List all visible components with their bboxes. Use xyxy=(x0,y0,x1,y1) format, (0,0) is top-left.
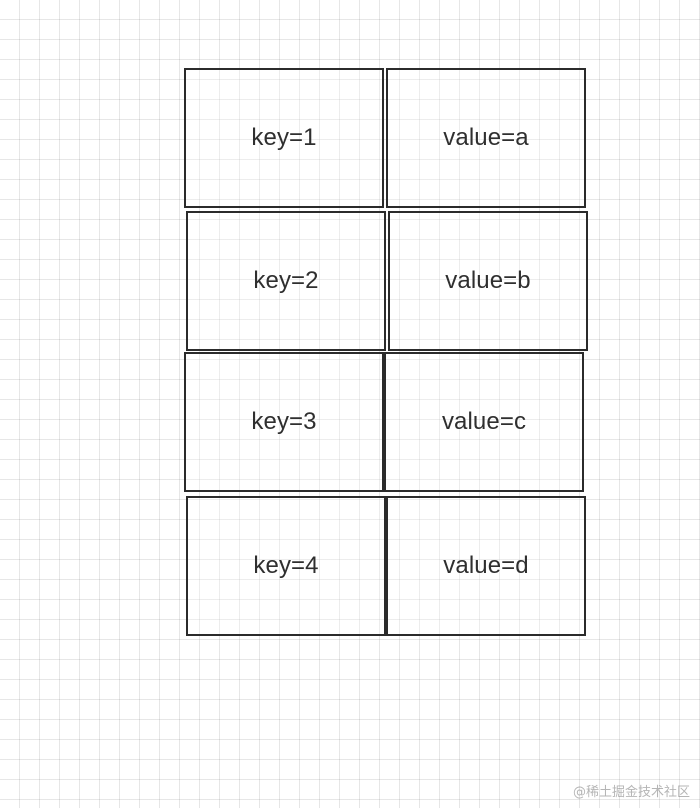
value-cell-4: value=d xyxy=(386,496,586,636)
value-cell-2: value=b xyxy=(388,211,588,351)
value-cell-3: value=c xyxy=(384,352,584,492)
key-cell-4: key=4 xyxy=(186,496,386,636)
key-cell-2: key=2 xyxy=(186,211,386,351)
key-cell-3: key=3 xyxy=(184,352,384,492)
key-cell-1: key=1 xyxy=(184,68,384,208)
watermark-text: @稀土掘金技术社区 xyxy=(572,785,690,800)
value-cell-1: value=a xyxy=(386,68,586,208)
